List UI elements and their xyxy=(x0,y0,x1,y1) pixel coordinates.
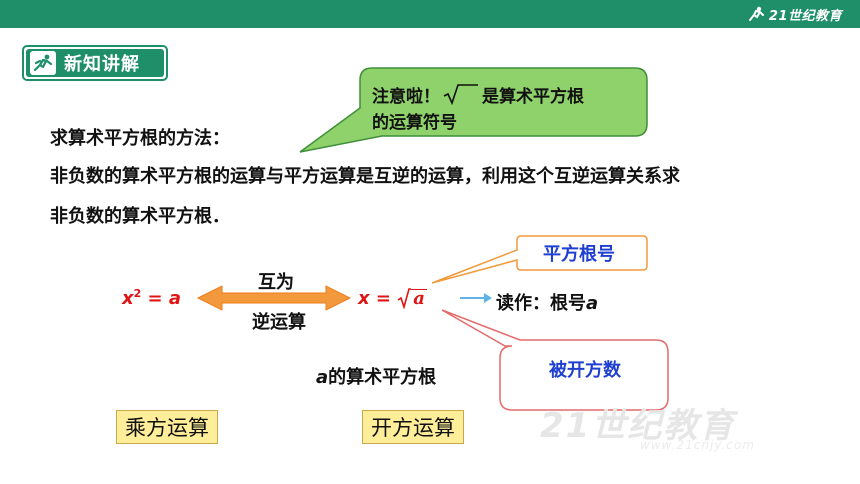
square-rhs: a xyxy=(168,288,182,309)
square-equation: x2 = a xyxy=(122,287,181,309)
sqrt-caption-text: 的算术平方根 xyxy=(328,367,437,388)
section-badge: 新知讲解 xyxy=(22,45,168,81)
note-callout-text: 注意啦！ 是算术平方根 的运算符号 xyxy=(372,82,642,136)
sqrt-equals: = xyxy=(369,287,398,309)
section-badge-inner: 新知讲解 xyxy=(26,49,164,77)
root-operation-box: 开方运算 xyxy=(362,410,464,444)
watermark-logo: 21世纪教育 xyxy=(540,406,736,446)
sqrt-caption: a的算术平方根 xyxy=(316,363,436,389)
note-line2: 的运算符号 xyxy=(372,113,457,133)
read-as-text: 读作：根号a xyxy=(496,289,598,315)
square-exponent: 2 xyxy=(133,287,142,300)
note-prefix: 注意啦！ xyxy=(372,87,440,107)
radicand-callout xyxy=(441,309,669,411)
arrow-label-top: 互为 xyxy=(258,272,294,293)
watermark-url: www.21cnjy.com xyxy=(640,438,755,452)
paragraph-line-2: 非负数的算术平方根． xyxy=(50,206,230,227)
section-title: 新知讲解 xyxy=(64,54,140,75)
note-callout-bubble xyxy=(299,67,648,153)
sqrt-lhs: x xyxy=(358,287,370,309)
square-base: x xyxy=(122,288,134,309)
brand-text: 21世纪教育 xyxy=(768,8,842,24)
radical-sign-icon xyxy=(397,288,412,309)
sqrt-symbol-icon xyxy=(443,84,478,106)
method-title: 求算术平方根的方法： xyxy=(50,128,230,149)
sqrt-radicand: a xyxy=(411,287,427,309)
sqrt-sign-callout xyxy=(431,235,648,284)
power-operation-box: 乘方运算 xyxy=(116,410,218,444)
runner-icon xyxy=(30,51,56,75)
radicand-label: 被开方数 xyxy=(549,360,621,381)
sqrt-caption-var: a xyxy=(316,367,329,388)
sqrt-equation: x = a xyxy=(358,287,427,309)
arrow-label-bottom: 逆运算 xyxy=(252,312,306,333)
read-as-arrow xyxy=(460,293,492,303)
brand-runner-icon xyxy=(748,6,764,21)
sqrt-sign-label: 平方根号 xyxy=(543,244,615,265)
square-equals: = xyxy=(141,288,169,309)
note-suffix: 是算术平方根 xyxy=(482,87,584,107)
read-as-prefix: 读作：根号 xyxy=(496,293,586,314)
brand-logo: 21世纪教育 xyxy=(747,4,842,24)
top-bar: 21世纪教育 xyxy=(0,0,860,28)
read-as-var: a xyxy=(586,293,599,314)
paragraph-line-1: 非负数的算术平方根的运算与平方运算是互逆的运算，利用这个互逆运算关系求 xyxy=(50,166,680,187)
double-arrow xyxy=(196,285,352,311)
